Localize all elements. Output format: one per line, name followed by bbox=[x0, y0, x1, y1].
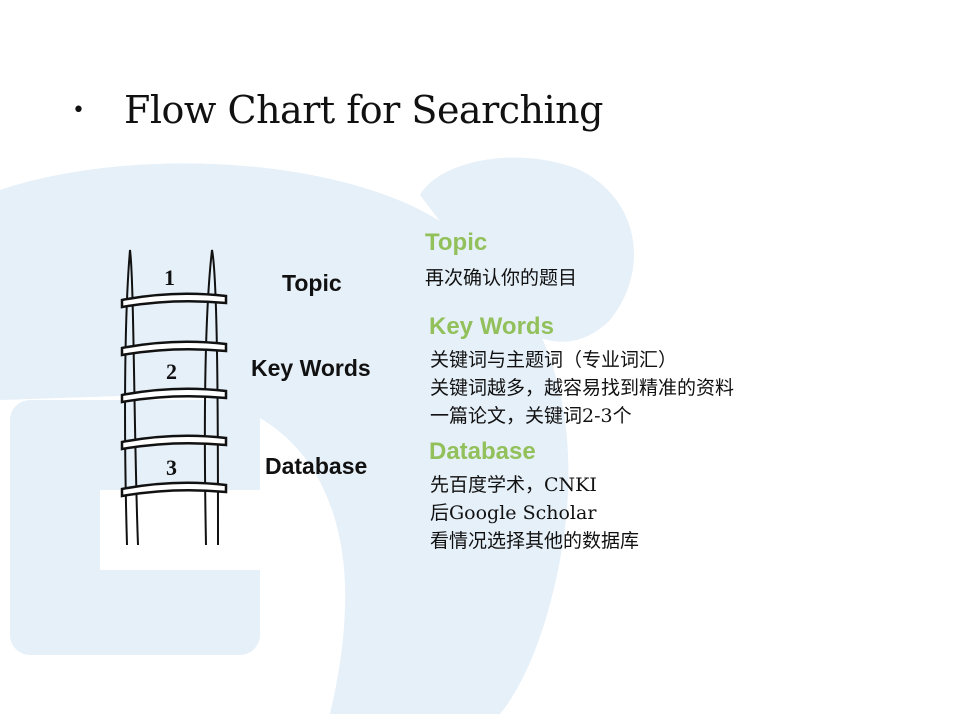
database-description: 先百度学术，CNKI 后Google Scholar 看情况选择其他的数据库 bbox=[430, 471, 639, 555]
keywords-description: 关键词与主题词（专业词汇） 关键词越多，越容易找到精准的资料 一篇论文，关键词2… bbox=[430, 346, 734, 430]
ladder-step-label-topic: Topic bbox=[282, 270, 342, 296]
ladder-step-label-keywords: Key Words bbox=[251, 355, 371, 381]
ladder-rungs bbox=[120, 292, 228, 498]
keywords-line-2: 关键词越多，越容易找到精准的资料 bbox=[430, 377, 735, 399]
keywords-line-1: 关键词与主题词（专业词汇） bbox=[430, 349, 678, 371]
database-heading: Database bbox=[429, 438, 536, 465]
topic-heading: Topic bbox=[425, 229, 488, 256]
ladder-step-label-database: Database bbox=[265, 453, 368, 479]
slide-title-row: • Flow Chart for Searching bbox=[72, 88, 603, 132]
ladder-step-number-3: 3 bbox=[166, 455, 177, 480]
ladder-step-number-2: 2 bbox=[166, 359, 177, 384]
database-line-2: 后Google Scholar bbox=[430, 502, 597, 524]
bullet-icon: • bbox=[72, 97, 85, 123]
keywords-heading: Key Words bbox=[429, 313, 554, 340]
topic-description: 再次确认你的题目 bbox=[425, 264, 577, 292]
topic-line-1: 再次确认你的题目 bbox=[425, 267, 578, 289]
ladder-step-number-1: 1 bbox=[164, 265, 175, 290]
database-line-3: 看情况选择其他的数据库 bbox=[430, 530, 640, 552]
slide-title: Flow Chart for Searching bbox=[124, 88, 603, 132]
ladder-illustration bbox=[120, 249, 228, 546]
database-line-1: 先百度学术，CNKI bbox=[430, 474, 597, 496]
keywords-line-3: 一篇论文，关键词2-3个 bbox=[430, 405, 632, 427]
